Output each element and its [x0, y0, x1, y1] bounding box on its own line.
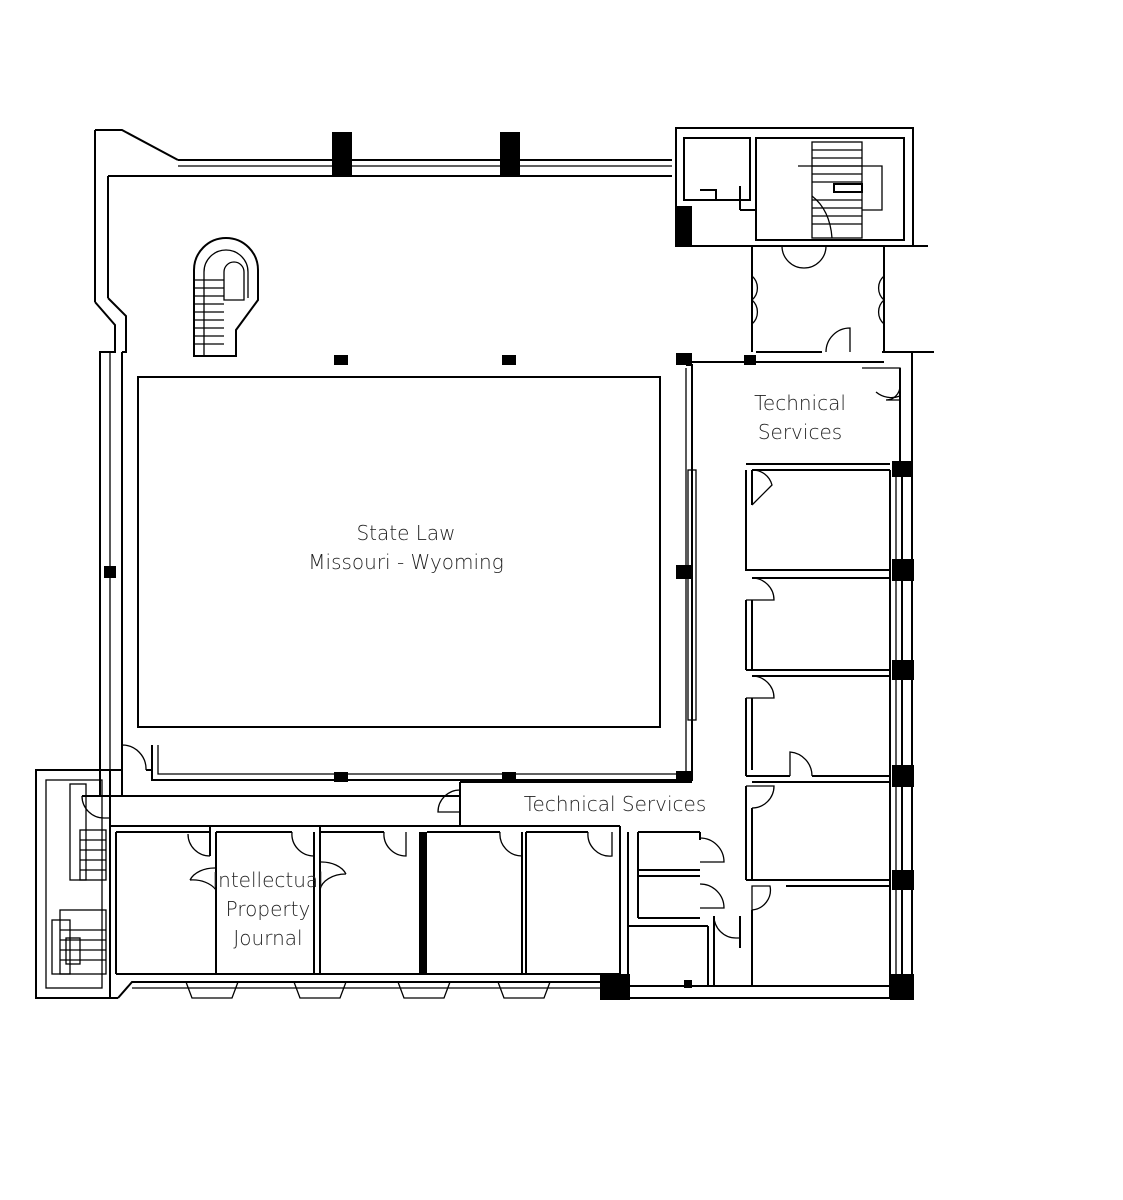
room-label-technical-services-south: Technical Services	[520, 790, 710, 819]
spiral-stair	[193, 237, 259, 357]
room-label-technical-line2: Services	[757, 420, 843, 444]
room-label-ipj-line3: Journal	[233, 926, 303, 950]
room-label-intellectual-property-journal: Intellectual Property Journal	[208, 866, 328, 953]
room-label-ipj-line2: Property	[225, 897, 311, 921]
room-label-technical-services-south-text: Technical Services	[523, 792, 707, 816]
ne-vestibule	[686, 245, 901, 401]
sw-stairs	[51, 783, 107, 975]
main-room	[137, 364, 697, 781]
room-label-technical-services-east: Technical Services	[740, 389, 860, 447]
outer-walls	[35, 127, 934, 999]
room-label-technical-line1: Technical	[754, 391, 846, 415]
room-label-state-law-line1: State Law	[356, 521, 456, 545]
east-offices	[739, 463, 890, 986]
ne-stair	[798, 141, 883, 239]
south-rooms	[81, 744, 740, 999]
room-label-ipj-line1: Intellectual	[212, 868, 324, 892]
room-label-state-law-line2: Missouri - Wyoming	[308, 550, 504, 574]
room-label-state-law: State Law Missouri - Wyoming	[306, 519, 506, 577]
